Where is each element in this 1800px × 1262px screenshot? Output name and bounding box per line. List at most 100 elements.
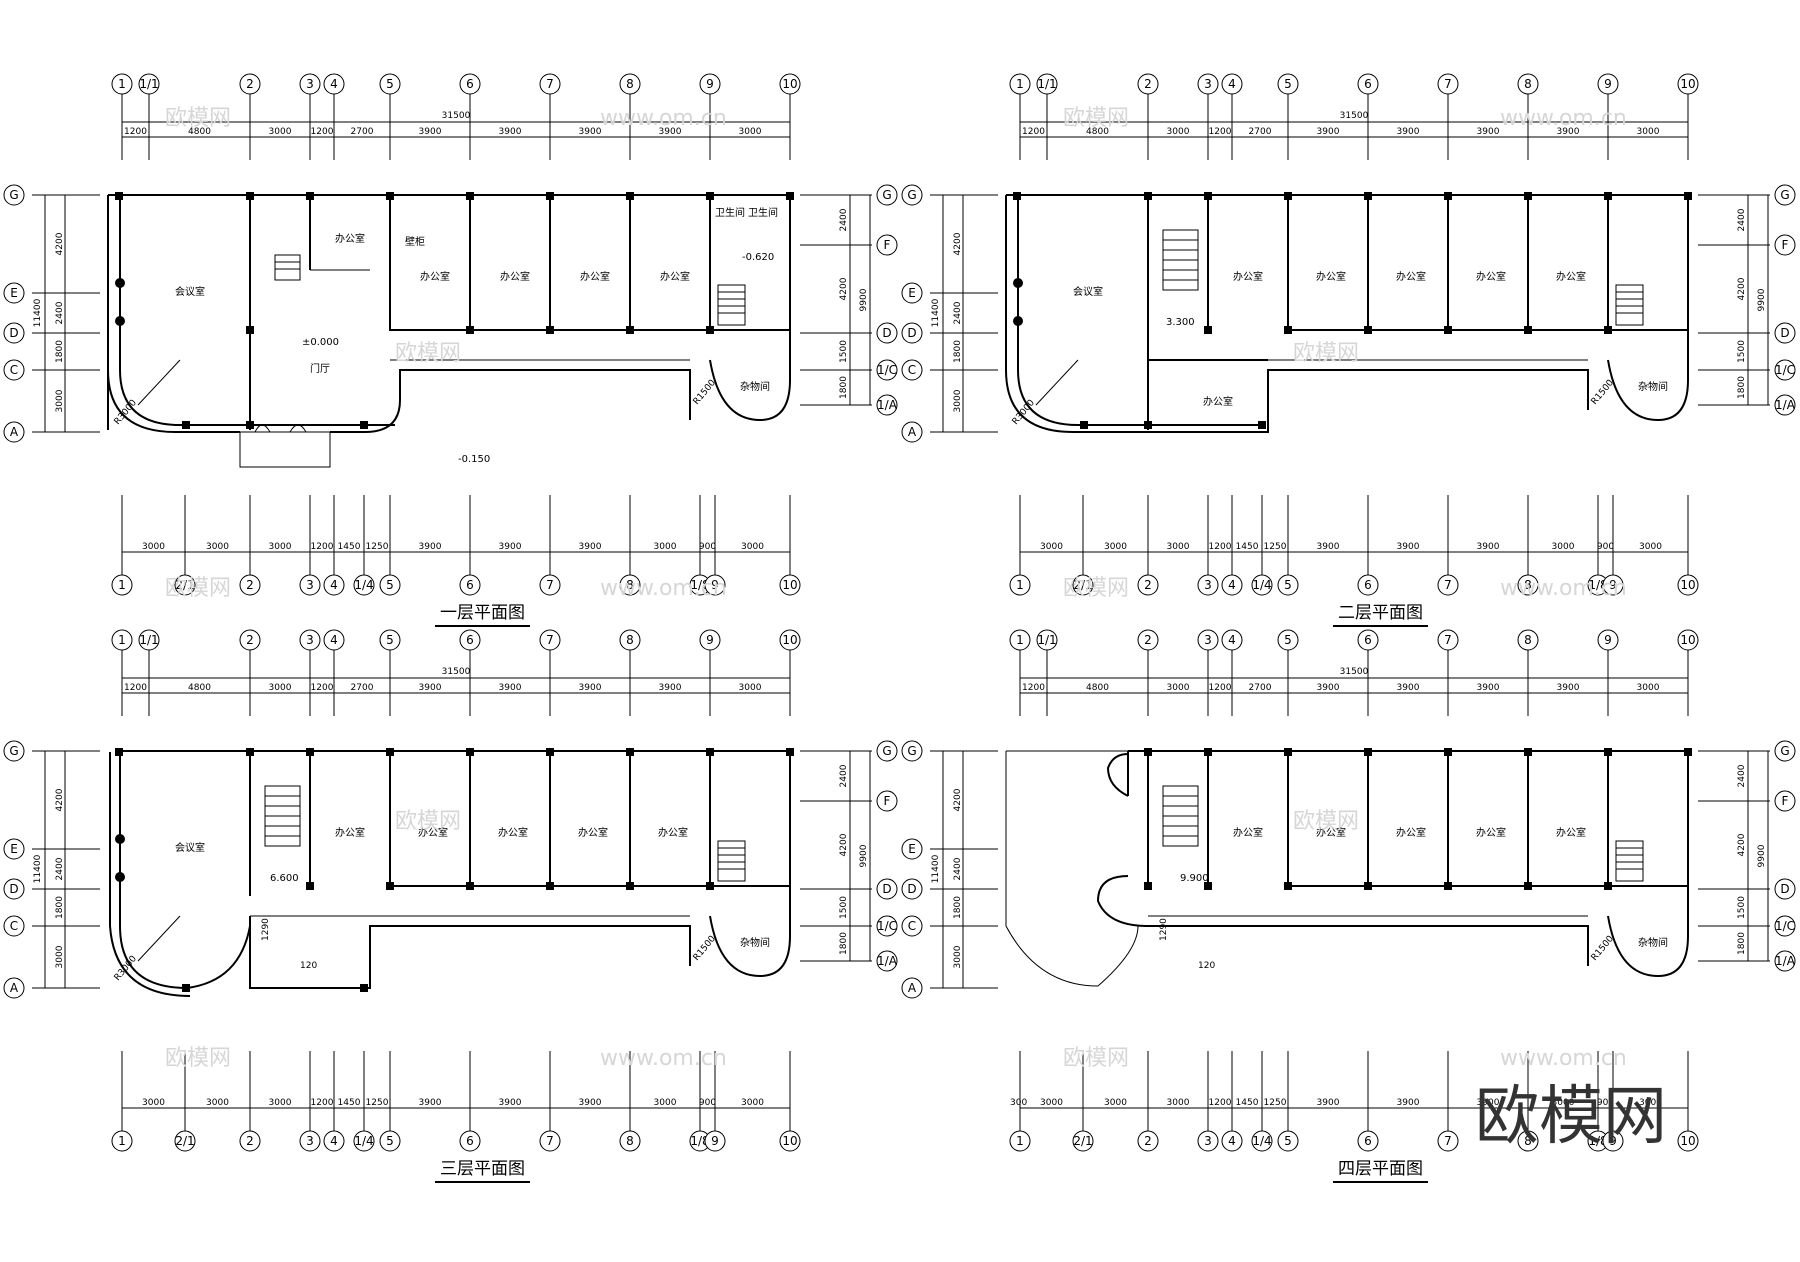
plan-3-dim-bottom-6: 3900 — [419, 1098, 442, 1108]
plan-4-dim-top-7: 3900 — [1477, 683, 1500, 693]
plan-4-axis-top-9: 9 — [1597, 629, 1619, 651]
plan-2-dim-left-3: 3000 — [953, 389, 963, 412]
plan-4-axis-top-3-label: 3 — [1204, 633, 1212, 647]
plan-2-axis-bottom-11: 9 — [1602, 574, 1624, 596]
plan-4-axis-bottom-6-label: 5 — [1284, 1134, 1292, 1148]
plan-4-extra-dim-a: 1290 — [1159, 918, 1169, 941]
plan-4-title: 四层平面图 — [1338, 1159, 1423, 1179]
plan-4-axis-top-0: 1 — [1009, 629, 1031, 651]
plan-1-dim-bottom-4: 1450 — [338, 542, 361, 552]
plan-3-axis-bottom-7: 6 — [459, 1130, 481, 1152]
plan-1-room-storage: 杂物间 — [740, 380, 770, 393]
plan-3-axis-bottom-12: 10 — [779, 1130, 801, 1152]
plan-4-dim-bottom-10: 900 — [1597, 1098, 1614, 1108]
plan-2-axis-bottom-5-label: 1/4 — [1252, 578, 1271, 592]
plan-3-radius-b: R1500 — [692, 934, 719, 963]
watermark-8: 欧模网 — [1293, 809, 1359, 834]
plan-3-axis-top-9: 9 — [699, 629, 721, 651]
plan-4-room-office-b: 办公室 — [1316, 826, 1346, 839]
plan-1-axis-top-10-label: 10 — [782, 77, 797, 91]
plan-3-axis-top-9-label: 9 — [706, 633, 714, 647]
plan-2-dim-left-1: 2400 — [953, 301, 963, 324]
plan-2-axis-bottom-4: 4 — [1221, 574, 1243, 596]
plan-2-axis-top-7: 7 — [1437, 73, 1459, 95]
plan-2: 31500112001/1480023000312004270053900639… — [901, 73, 1796, 627]
plan-4-dim-bottom-4: 1450 — [1236, 1098, 1259, 1108]
plan-4-dim-top-6: 3900 — [1397, 683, 1420, 693]
plan-1-axis-top-8-label: 8 — [626, 77, 634, 91]
plan-2-dim-right-2: 1500 — [1737, 340, 1747, 363]
plan-3-dim-bottom-8: 3900 — [579, 1098, 602, 1108]
plan-2-room-meeting: 会议室 — [1073, 285, 1103, 298]
plan-3-axis-top-5-label: 5 — [386, 633, 394, 647]
plan-4-axis-right-2: D — [1774, 878, 1796, 900]
plan-4-dim-top-5: 3900 — [1317, 683, 1340, 693]
plan-4-axis-left-3: C — [901, 915, 923, 937]
plan-4-dim-bottom-2: 3000 — [1167, 1098, 1190, 1108]
plan-3-room-office-a: 办公室 — [335, 826, 365, 839]
plan-2-axis-bottom-0: 1 — [1009, 574, 1031, 596]
plan-4-axis-top-1: 1/1 — [1036, 629, 1058, 651]
plan-1-dim-left-2: 1800 — [55, 340, 65, 363]
plan-4-axis-top-7-label: 7 — [1444, 633, 1452, 647]
plan-3-axis-bottom-10-label: 1/8 — [690, 1134, 709, 1148]
plan-2-axis-top-5-label: 5 — [1284, 77, 1292, 91]
plan-2-dim-top-9: 3000 — [1637, 127, 1660, 137]
plan-1-dim-bottom-1: 3000 — [206, 542, 229, 552]
plan-1-axis-left-2-label: D — [9, 326, 18, 340]
plan-4-axis-top-8: 8 — [1517, 629, 1539, 651]
plan-4-axis-top-2: 2 — [1137, 629, 1159, 651]
plan-1-dim-right-1: 4200 — [839, 277, 849, 300]
watermark-url-2: www.om.cn — [1500, 106, 1627, 131]
watermark-10: 欧模网 — [1063, 1046, 1129, 1071]
plan-1-dim-right-0: 2400 — [839, 208, 849, 231]
plan-1-axis-top-5-label: 5 — [386, 77, 394, 91]
plan-1-dim-total-top: 31500 — [442, 111, 471, 121]
plan-3-dim-right-total: 9900 — [859, 844, 869, 867]
plan-4-axis-right-0: G — [1774, 740, 1796, 762]
plan-4-axis-bottom-1: 2/1 — [1072, 1130, 1094, 1152]
plan-3-axis-left-4: A — [3, 977, 25, 999]
plan-1-axis-bottom-11: 9 — [704, 574, 726, 596]
plan-4-axis-bottom-0: 1 — [1009, 1130, 1031, 1152]
plan-3-axis-bottom-3: 3 — [299, 1130, 321, 1152]
watermark-1: 欧模网 — [165, 106, 231, 131]
plan-4-axis-left-2-label: D — [907, 882, 916, 896]
plan-2-axis-bottom-9: 8 — [1517, 574, 1539, 596]
plan-3-dim-right-0: 2400 — [839, 764, 849, 787]
plan-1-elevation: ±0.000 — [302, 337, 339, 348]
plan-2-room-office-c: 办公室 — [1396, 270, 1426, 283]
plan-2-axis-left-1-label: E — [908, 286, 916, 300]
plan-4-axis-right-2-label: D — [1780, 882, 1789, 896]
plan-3-dim-bottom-10: 900 — [699, 1098, 716, 1108]
plan-3-dim-bottom-0: 3000 — [142, 1098, 165, 1108]
plan-4-axis-top-10-label: 10 — [1680, 633, 1695, 647]
plan-4-room-office-d: 办公室 — [1476, 826, 1506, 839]
plan-1-dim-top-6: 3900 — [499, 127, 522, 137]
plan-4-axis-right-0-label: G — [1780, 744, 1789, 758]
plan-1-axis-top-5: 5 — [379, 73, 401, 95]
plan-2-room-office-a: 办公室 — [1233, 270, 1263, 283]
plan-3-dim-bottom-7: 3900 — [499, 1098, 522, 1108]
plan-4-dim-top-3: 1200 — [1209, 683, 1232, 693]
plan-2-room-office-f: 办公室 — [1203, 395, 1233, 408]
plan-1-axis-top-1: 1/1 — [138, 73, 160, 95]
plan-3-dim-left-2: 1800 — [55, 896, 65, 919]
plan-1-dim-right-2: 1500 — [839, 340, 849, 363]
plan-1-dim-left-total: 11400 — [33, 298, 43, 327]
plan-3-dim-top-4: 2700 — [351, 683, 374, 693]
plan-3-axis-right-1-label: F — [884, 794, 891, 808]
plan-1-outside-elevation: -0.150 — [458, 454, 490, 465]
plan-3-axis-top-8: 8 — [619, 629, 641, 651]
plan-1-axis-right-4-label: 1/A — [877, 398, 898, 412]
plan-1-dim-left-1: 2400 — [55, 301, 65, 324]
plan-2-axis-bottom-3: 3 — [1197, 574, 1219, 596]
plan-3-axis-bottom-1: 2/1 — [174, 1130, 196, 1152]
plan-2-axis-right-3-label: 1/C — [1775, 363, 1795, 377]
plan-1-axis-bottom-4: 4 — [323, 574, 345, 596]
plan-2-axis-bottom-10-label: 1/8 — [1588, 578, 1607, 592]
plan-4-dim-top-0: 1200 — [1022, 683, 1045, 693]
plan-1-room-office-c: 办公室 — [500, 270, 530, 283]
plan-3-axis-right-0-label: G — [882, 744, 891, 758]
plan-1-title: 一层平面图 — [440, 603, 525, 623]
